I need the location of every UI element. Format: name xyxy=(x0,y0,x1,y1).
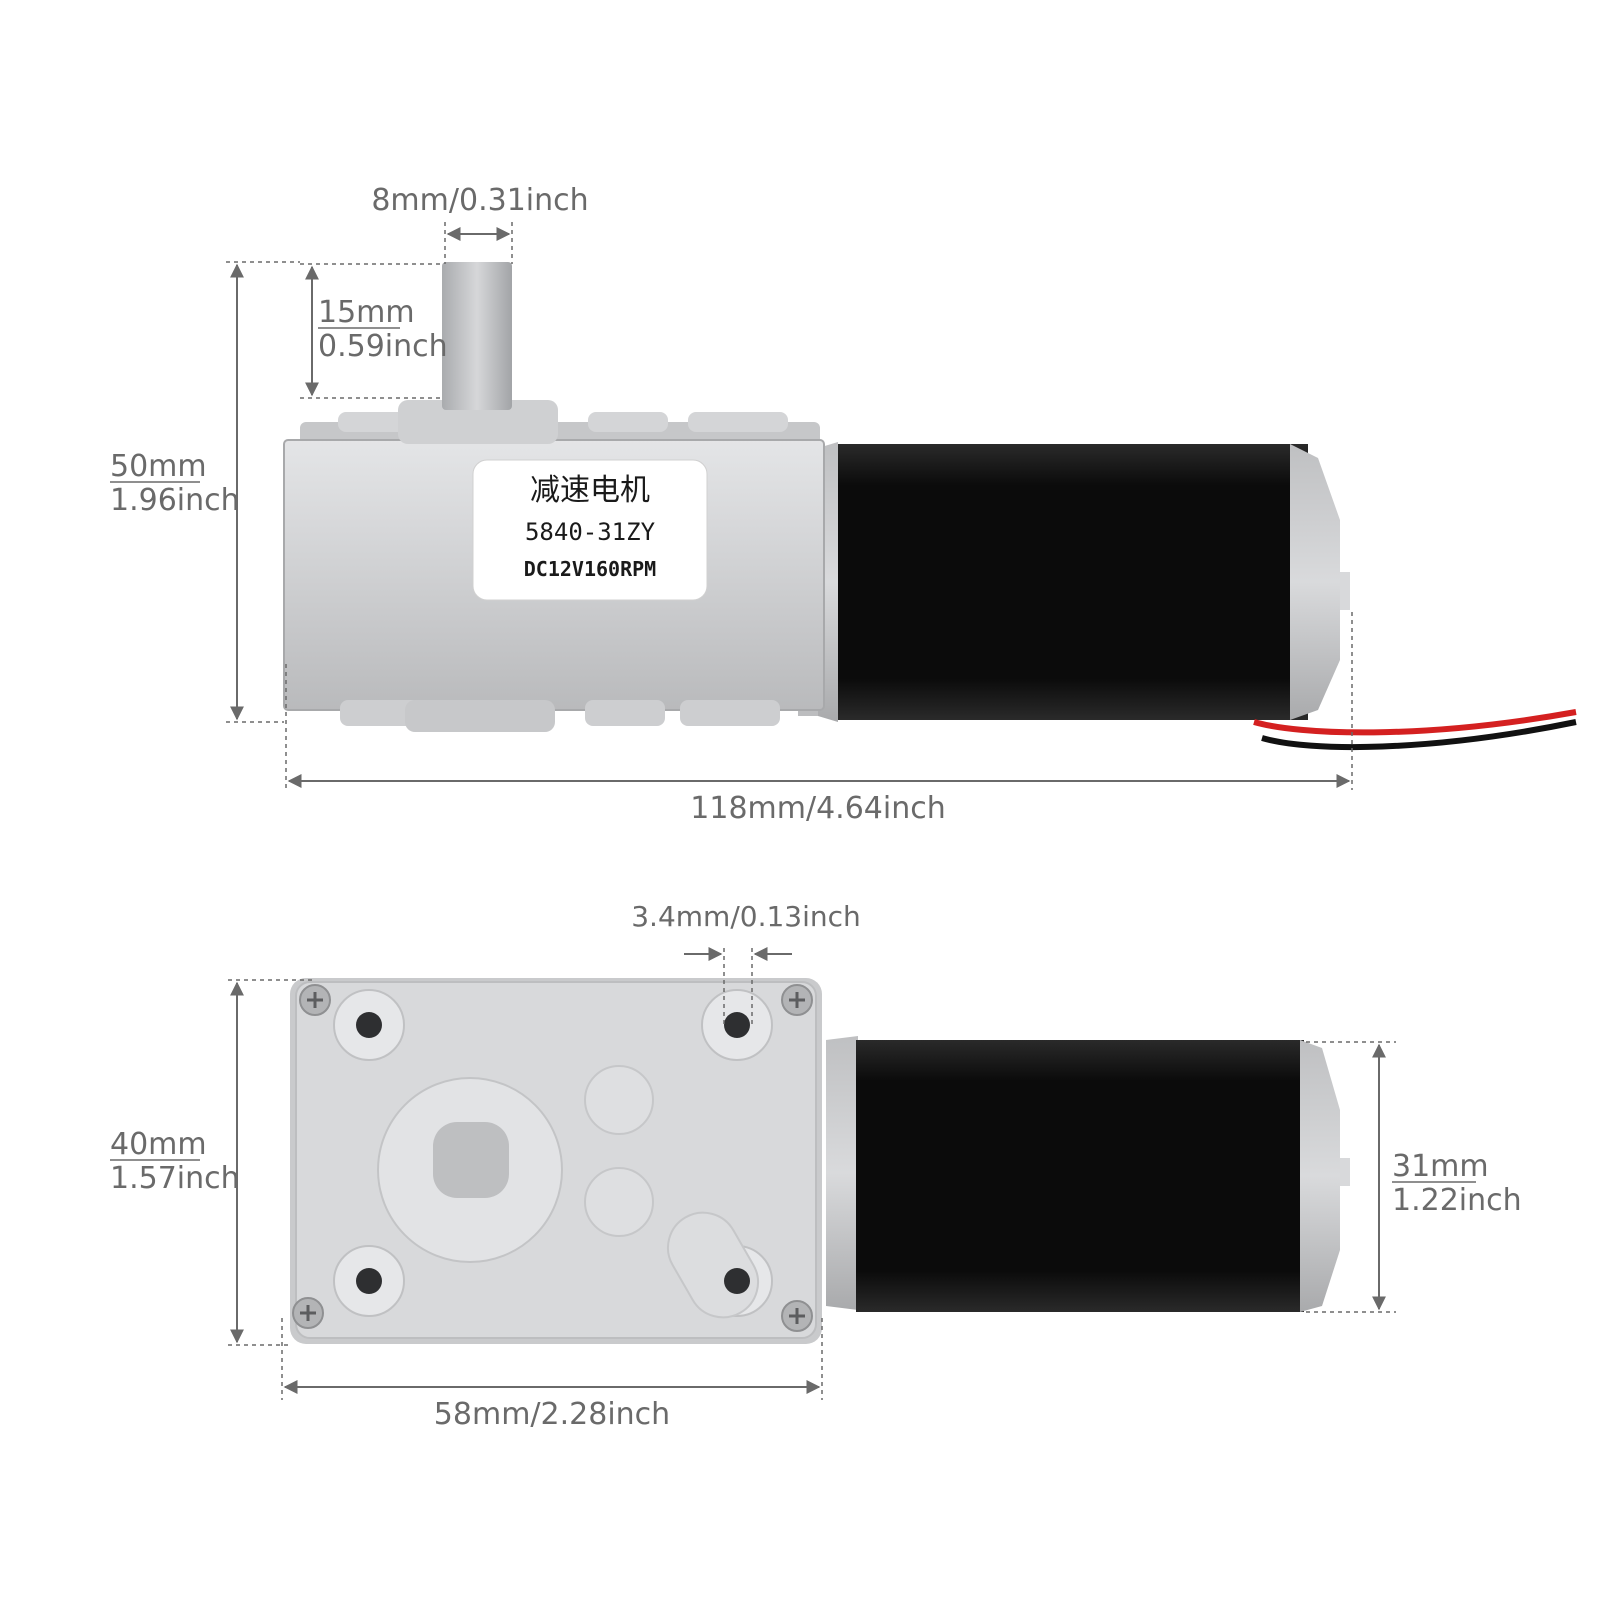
hole-diameter-dimension: 3.4mm/0.13inch xyxy=(631,900,861,1028)
gearbox-face xyxy=(290,978,822,1344)
gearbox-height-mm-label: 40mm xyxy=(110,1127,207,1162)
total-length-dimension: 118mm/4.64inch xyxy=(285,612,1353,826)
shaft-length-mm-label: 15mm xyxy=(318,295,415,330)
shaft-diameter-dimension: 8mm/0.31inch xyxy=(371,183,589,264)
gearbox-width-dimension: 58mm/2.28inch xyxy=(281,1318,823,1432)
motor-body-top xyxy=(798,442,1350,722)
shaft-diameter-label: 8mm/0.31inch xyxy=(371,183,588,218)
top-view: 减速电机 5840-31ZY DC12V160RPM 8mm/0.31inch … xyxy=(110,183,1577,826)
height-in-label: 1.96inch xyxy=(110,483,240,518)
screw-icon xyxy=(299,984,331,1016)
label-line-2: 5840-31ZY xyxy=(525,518,656,546)
motor-diameter-mm-label: 31mm xyxy=(1392,1149,1489,1184)
screw-icon xyxy=(292,1297,324,1329)
shaft-length-in-label: 0.59inch xyxy=(318,329,448,364)
mounting-hole xyxy=(333,1245,405,1317)
mounting-hole xyxy=(333,989,405,1061)
product-label: 减速电机 5840-31ZY DC12V160RPM xyxy=(472,459,708,601)
label-line-1: 减速电机 xyxy=(530,473,650,508)
output-shaft-end xyxy=(433,1122,509,1198)
screw-icon xyxy=(781,1300,813,1332)
motor-diameter-dimension: 31mm 1.22inch xyxy=(1306,1041,1522,1313)
bottom-view: 3.4mm/0.13inch 40mm 1.57inch 58mm/2.28in… xyxy=(110,900,1522,1432)
height-mm-label: 50mm xyxy=(110,449,207,484)
gearbox-height-in-label: 1.57inch xyxy=(110,1161,240,1196)
shaft-length-dimension: 15mm 0.59inch xyxy=(300,263,448,399)
height-dimension: 50mm 1.96inch xyxy=(110,261,300,723)
label-line-3: DC12V160RPM xyxy=(524,557,656,581)
motor-body-bottom xyxy=(826,1036,1350,1312)
mounting-hole xyxy=(701,989,773,1061)
hole-diameter-label: 3.4mm/0.13inch xyxy=(631,900,861,933)
output-shaft xyxy=(442,262,512,410)
motor-wires xyxy=(1253,709,1577,751)
gearbox-width-label: 58mm/2.28inch xyxy=(434,1397,670,1432)
total-length-label: 118mm/4.64inch xyxy=(690,791,945,826)
gearbox-height-dimension: 40mm 1.57inch xyxy=(110,979,312,1346)
screw-icon xyxy=(781,984,813,1016)
motor-diameter-in-label: 1.22inch xyxy=(1392,1183,1522,1218)
